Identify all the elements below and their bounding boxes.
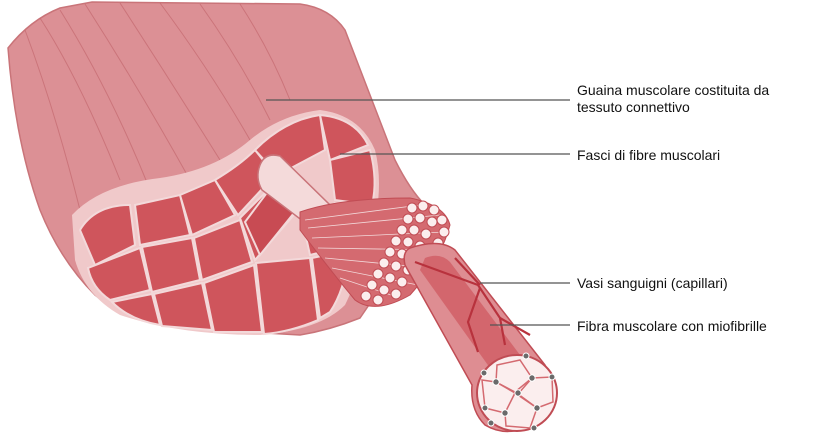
fiber-core bbox=[420, 255, 520, 368]
capillaries bbox=[414, 257, 531, 353]
label-capillaries: Vasi sanguigni (capillari) bbox=[577, 275, 728, 292]
label-capillaries-line-1: Vasi sanguigni (capillari) bbox=[577, 275, 728, 291]
sheath-striations bbox=[24, 2, 291, 211]
label-muscle-fiber: Fibra muscolare con miofibrille bbox=[577, 318, 767, 335]
fiber-nuclei bbox=[480, 352, 556, 432]
label-fascicles-line-1: Fasci di fibre muscolari bbox=[577, 147, 721, 163]
leader-lines bbox=[266, 99, 570, 326]
label-muscle-fiber-line-1: Fibra muscolare con miofibrille bbox=[577, 318, 767, 334]
label-fascicles: Fasci di fibre muscolari bbox=[577, 147, 720, 164]
label-muscle-sheath-line-1: Guaina muscolare costituita da bbox=[577, 82, 770, 98]
myofibrils bbox=[481, 359, 554, 429]
label-muscle-sheath-line-2: tessuto connettivo bbox=[577, 99, 690, 115]
label-muscle-sheath: Guaina muscolare costituita da tessuto c… bbox=[577, 82, 769, 116]
